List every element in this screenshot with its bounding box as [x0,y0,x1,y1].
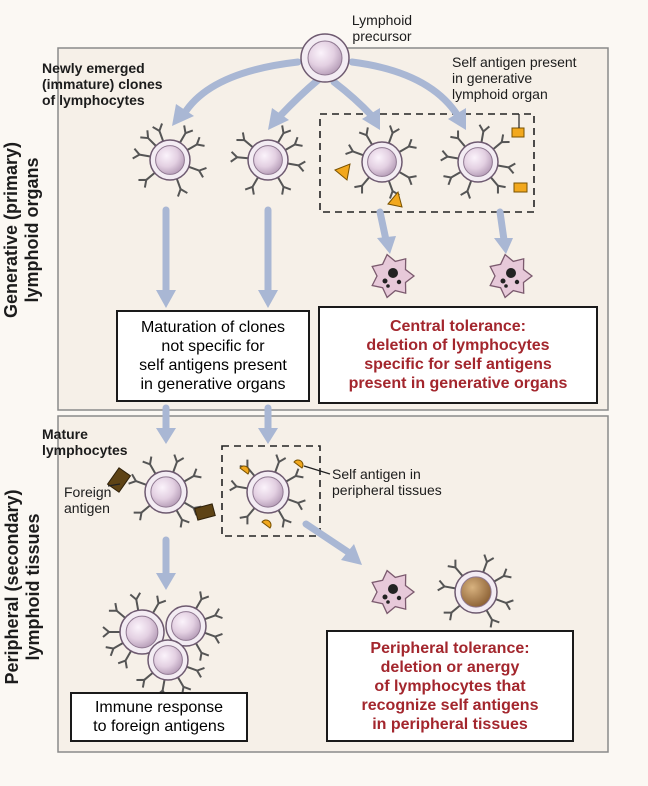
mature-lymphocytes-label: Mature lymphocytes [42,426,128,458]
foreign-antigen-block [106,467,132,493]
apoptotic-cell-peripheral [371,569,416,615]
self-antigen-dashed-box-peripheral [221,445,321,537]
generative-region-label: Generative (primary) lymphoid organs [1,141,42,319]
arrowhead-clone-1 [172,104,194,126]
anergic-lymphocyte [437,554,514,628]
immature-clone-4 [440,124,516,199]
arrowhead-peripheral-tolerance [341,544,362,565]
arrow-precursor-to-clone-4 [348,58,462,120]
immature-clone-3 [345,125,417,199]
arrowhead-mature-1 [156,428,176,444]
self-antigen-square [511,127,525,138]
self-antigen-peripheral-shape [293,459,304,469]
activated-lymphocyte-1 [102,592,167,669]
immature-clone-1 [132,123,207,197]
arrowhead-clone-3 [362,108,380,130]
activated-lymphocyte-3 [136,639,205,698]
peripheral-region-label: Peripheral (secondary) lymphoid tissues [2,489,43,685]
self-antigen-generative-label: Self antigen present in generative lymph… [452,54,577,102]
arrowhead-deletion-2 [494,238,513,254]
foreign-antigen-block [194,503,216,521]
self-antigen-triangle [387,190,403,208]
self-antigen-peripheral-label: Self antigen in peripheral tissues [332,466,442,498]
apoptotic-cell-generative-2 [489,253,534,299]
leader-foreign-antigen [107,483,121,487]
arrow-clone-3-to-deletion [376,208,390,244]
peripheral-tolerance-box: Peripheral tolerance: deletion or anergy… [326,630,574,742]
apoptotic-cell-generative-1 [371,253,416,299]
self-antigen-triangle [334,163,351,181]
immune-response-box: Immune response to foreign antigens [70,692,248,742]
arrowhead-maturation-1 [156,290,176,308]
arrowhead-mature-2 [258,428,278,444]
mature-lymphocyte-foreign [128,454,202,528]
arrowhead-clone-2 [268,108,289,130]
lymphoid-precursor-label: Lymphoid precursor [351,12,413,44]
newly-emerged-clones-label: Newly emerged (immature) clones of lymph… [42,60,163,108]
immature-clone-2 [230,125,306,195]
arrowhead-maturation-2 [258,290,278,308]
arrowhead-response [156,573,176,590]
self-antigen-peripheral-shape [261,519,272,529]
lymphoid-precursor-cell [300,33,350,83]
mature-lymphocyte-self-reactive [229,454,306,528]
arrow-peripheral-to-tolerance [302,520,352,556]
arrowhead-clone-4 [448,108,466,130]
central-tolerance-box: Central tolerance: deletion of lymphocyt… [318,306,598,404]
arrow-precursor-to-clone-2 [276,76,322,120]
arrow-precursor-to-clone-1 [180,58,302,118]
arrow-clone-4-to-deletion [496,208,508,244]
activated-lymphocyte-2 [165,591,223,661]
self-antigen-peripheral-shape [239,465,250,475]
self-antigen-square [513,182,528,193]
leader-self-antigen-peripheral [303,465,331,475]
maturation-box: Maturation of clones not specific for se… [116,310,310,402]
foreign-antigen-label: Foreign antigen [64,484,112,516]
arrow-precursor-to-clone-3 [330,78,376,120]
arrowhead-deletion-1 [377,236,396,254]
